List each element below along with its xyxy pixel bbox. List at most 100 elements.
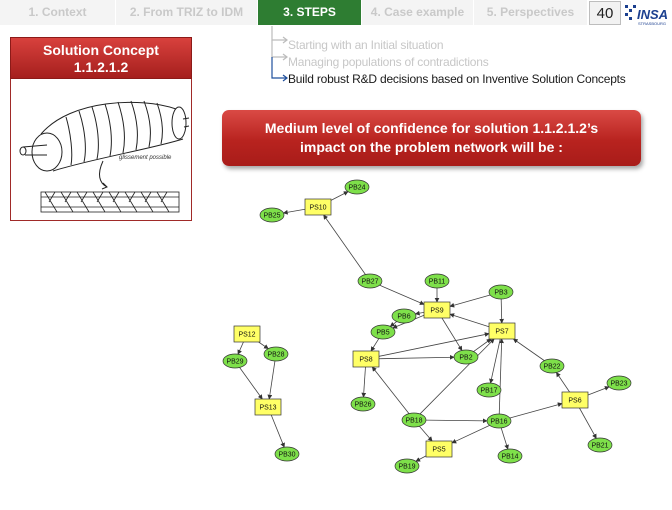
node-pb16[interactable]: PB16: [486, 413, 512, 429]
edge-pb22-ps7: [512, 338, 545, 361]
node-ps5[interactable]: PS5: [425, 440, 453, 458]
step-connector-icon: [271, 26, 288, 82]
problem-node-shape: [539, 358, 565, 374]
node-pb17[interactable]: PB17: [476, 382, 502, 398]
node-label: PB3: [494, 290, 507, 297]
node-pb29[interactable]: PB29: [222, 353, 248, 369]
edge-pb6-pb5: [389, 321, 397, 327]
node-pb14[interactable]: PB14: [497, 448, 523, 464]
page-number: 40: [589, 1, 621, 25]
problem-node-shape: [606, 375, 632, 391]
node-pb6[interactable]: PB6: [391, 308, 417, 324]
node-label: PB25: [263, 213, 280, 220]
top-navigation: 1. Context 2. From TRIZ to IDM 3. STEPS …: [0, 0, 672, 26]
node-ps12[interactable]: PS12: [233, 325, 261, 343]
node-label: PB5: [376, 330, 389, 337]
node-label: PS8: [359, 357, 372, 364]
solution-concept-id: 1.1.2.1.2: [73, 59, 129, 75]
edge-ps6-pb23: [587, 386, 610, 396]
solution-concept-title: Solution Concept: [43, 42, 159, 58]
edge-ps9-pb6: [414, 310, 425, 316]
node-label: PB16: [490, 419, 507, 426]
edge-pb16-pb14: [500, 427, 509, 450]
edge-ps12-pb29: [237, 341, 244, 355]
node-label: PS13: [259, 405, 276, 412]
node-label: PB21: [591, 443, 608, 450]
step-build-rd-decisions: Build robust R&D decisions based on Inve…: [288, 72, 626, 86]
edge-ps13-pb30: [270, 414, 285, 448]
banner-line-1: Medium level of confidence for solution …: [264, 120, 599, 136]
edge-ps6-pb21: [579, 407, 597, 439]
node-pb21[interactable]: PB21: [587, 437, 613, 453]
node-label: PB27: [361, 279, 378, 286]
edge-pb18-ps7: [419, 338, 495, 415]
node-ps8[interactable]: PS8: [352, 350, 380, 368]
problem-node-shape: [486, 413, 512, 429]
edge-pb27-ps9: [379, 284, 425, 305]
solution-node-shape: [423, 301, 451, 319]
tab-case-example[interactable]: 4. Case example: [362, 0, 474, 25]
edge-ps10-pb25: [282, 208, 306, 215]
svg-text:STRASBOURG: STRASBOURG: [638, 21, 666, 26]
node-pb28[interactable]: PB28: [263, 346, 289, 362]
node-ps7[interactable]: PS7: [488, 322, 516, 340]
node-label: PS12: [238, 332, 255, 339]
node-pb22[interactable]: PB22: [539, 358, 565, 374]
steps-list: Starting with an Initial situation Manag…: [268, 26, 668, 88]
tab-context[interactable]: 1. Context: [0, 0, 116, 25]
problem-node-shape: [222, 353, 248, 369]
edge-pb3-ps9: [449, 294, 491, 308]
node-pb2[interactable]: PB2: [453, 349, 479, 365]
edge-pb16-ps5: [451, 425, 490, 444]
edge-pb18-pb16: [425, 418, 488, 424]
problem-node-shape: [424, 273, 450, 289]
node-pb30[interactable]: PB30: [274, 446, 300, 462]
tab-steps[interactable]: 3. STEPS: [258, 0, 362, 25]
node-pb18[interactable]: PB18: [401, 412, 427, 428]
node-label: PS5: [432, 447, 445, 454]
solution-node-shape: [488, 322, 516, 340]
node-ps13[interactable]: PS13: [254, 398, 282, 416]
node-label: PB2: [459, 355, 472, 362]
node-label: PB26: [354, 402, 371, 409]
node-label: PB14: [501, 454, 518, 461]
tab-from-triz-to-idm[interactable]: 2. From TRIZ to IDM: [116, 0, 258, 25]
node-pb25[interactable]: PB25: [259, 207, 285, 223]
node-pb19[interactable]: PB19: [394, 458, 420, 474]
node-pb11[interactable]: PB11: [424, 273, 450, 289]
problem-node-shape: [274, 446, 300, 462]
edge-ps10-pb24: [330, 191, 349, 201]
edge-ps9-pb2: [441, 317, 463, 351]
problem-node-shape: [263, 346, 289, 362]
node-label: PB17: [480, 388, 497, 395]
edge-ps8-ps7: [378, 332, 490, 357]
solution-node-shape: [561, 391, 589, 409]
edge-pb16-ps7: [498, 338, 504, 415]
node-pb23[interactable]: PB23: [606, 375, 632, 391]
edge-pb18-ps5: [419, 425, 433, 442]
node-pb24[interactable]: PB24: [344, 179, 370, 195]
node-pb3[interactable]: PB3: [488, 284, 514, 300]
tab-perspectives[interactable]: 5. Perspectives: [474, 0, 588, 25]
node-pb27[interactable]: PB27: [357, 273, 383, 289]
problem-node-shape: [401, 412, 427, 428]
node-ps10[interactable]: PS10: [304, 198, 332, 216]
edge-ps8-pb26: [361, 366, 367, 398]
node-label: PB28: [267, 352, 284, 359]
node-ps9[interactable]: PS9: [423, 301, 451, 319]
edge-pb27-ps10: [323, 214, 366, 275]
node-ps6[interactable]: PS6: [561, 391, 589, 409]
problem-node-shape: [488, 284, 514, 300]
solution-node-shape: [425, 440, 453, 458]
problem-node-shape: [370, 324, 396, 340]
node-pb26[interactable]: PB26: [350, 396, 376, 412]
problem-node-shape: [357, 273, 383, 289]
node-label: PB19: [398, 464, 415, 471]
node-pb5[interactable]: PB5: [370, 324, 396, 340]
node-label: PS7: [495, 329, 508, 336]
node-label: PB30: [278, 452, 295, 459]
problem-node-shape: [587, 437, 613, 453]
solution-sketch: glissement possible: [10, 79, 192, 221]
node-label: PB18: [405, 418, 422, 425]
